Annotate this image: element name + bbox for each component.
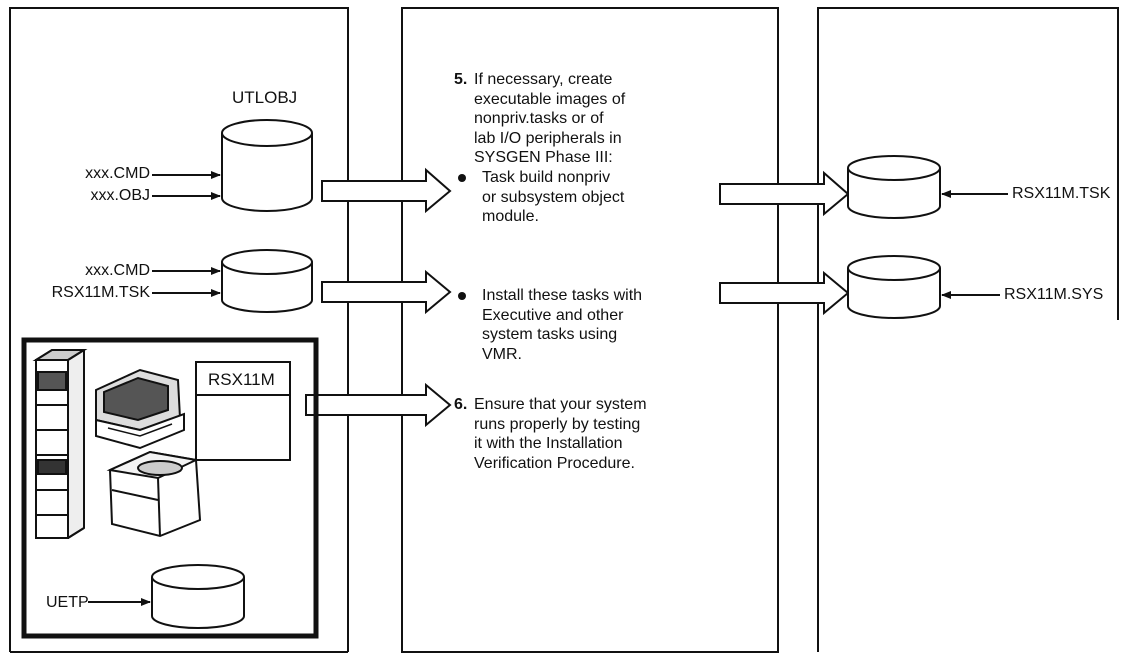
input-rsx11m-tsk: RSX11M.TSK [51,284,150,301]
bullet-line: Executive and other [482,306,624,324]
input-arrows [152,171,221,297]
rsx11m-monitor-label: RSX11M [208,370,275,389]
input-cmd-2: xxx.CMD [85,262,150,279]
bullet-line: Task build nonpriv [482,169,611,186]
step-6-number: 6. [454,396,468,413]
step-6-line: it with the Installation [474,435,623,452]
input-obj: xxx.OBJ [90,187,150,204]
bullet-line: or subsystem object [482,188,625,206]
hollow-arrows-right [719,170,850,316]
cabinet-icon [32,349,88,539]
left-panel-frame [9,7,349,653]
utlobj-disk [221,119,313,212]
step-5-line: nonpriv.tasks or of [474,110,604,127]
step-5-line: SYSGEN Phase III: [474,149,613,166]
output-rsx11m-sys: RSX11M.SYS [1004,286,1104,303]
rsx11m-tsk-disk [847,155,941,219]
bullet-line: Install these tasks with [482,287,643,304]
terminal-icon [95,368,185,450]
disk-drive-icon [106,450,202,538]
bullet-icon [458,292,466,300]
step-6-line: Ensure that your system [474,396,647,413]
step-6-line: runs properly by testing [474,415,641,433]
input-cmd-1: xxx.CMD [85,165,150,182]
output-rsx11m-tsk: RSX11M.TSK [1012,185,1111,202]
step-5-line: lab I/O peripherals in [474,129,622,147]
step-6-line: Verification Procedure. [474,454,635,472]
system-hardware-box [21,337,319,639]
step-5-line: executable images of [474,90,626,108]
step-5-line: If necessary, create [474,71,613,88]
output-arrows [941,190,1008,299]
rsx11m-document [195,361,291,461]
uetp-disk [151,564,245,629]
utlobj-label: UTLOBJ [232,88,298,107]
mid-disk [221,249,313,313]
step-5-number: 5. [454,71,468,88]
uetp-label: UETP [46,594,89,611]
hollow-arrows-left [305,167,452,428]
bullet-line: system tasks using [482,326,618,343]
middle-panel-frame [401,7,779,653]
bullet-line: VMR. [482,345,522,363]
bullet-icon [458,174,466,182]
bullet-line: module. [482,208,539,225]
right-panel-frame [817,7,1119,652]
rsx11m-sys-disk [847,255,941,319]
